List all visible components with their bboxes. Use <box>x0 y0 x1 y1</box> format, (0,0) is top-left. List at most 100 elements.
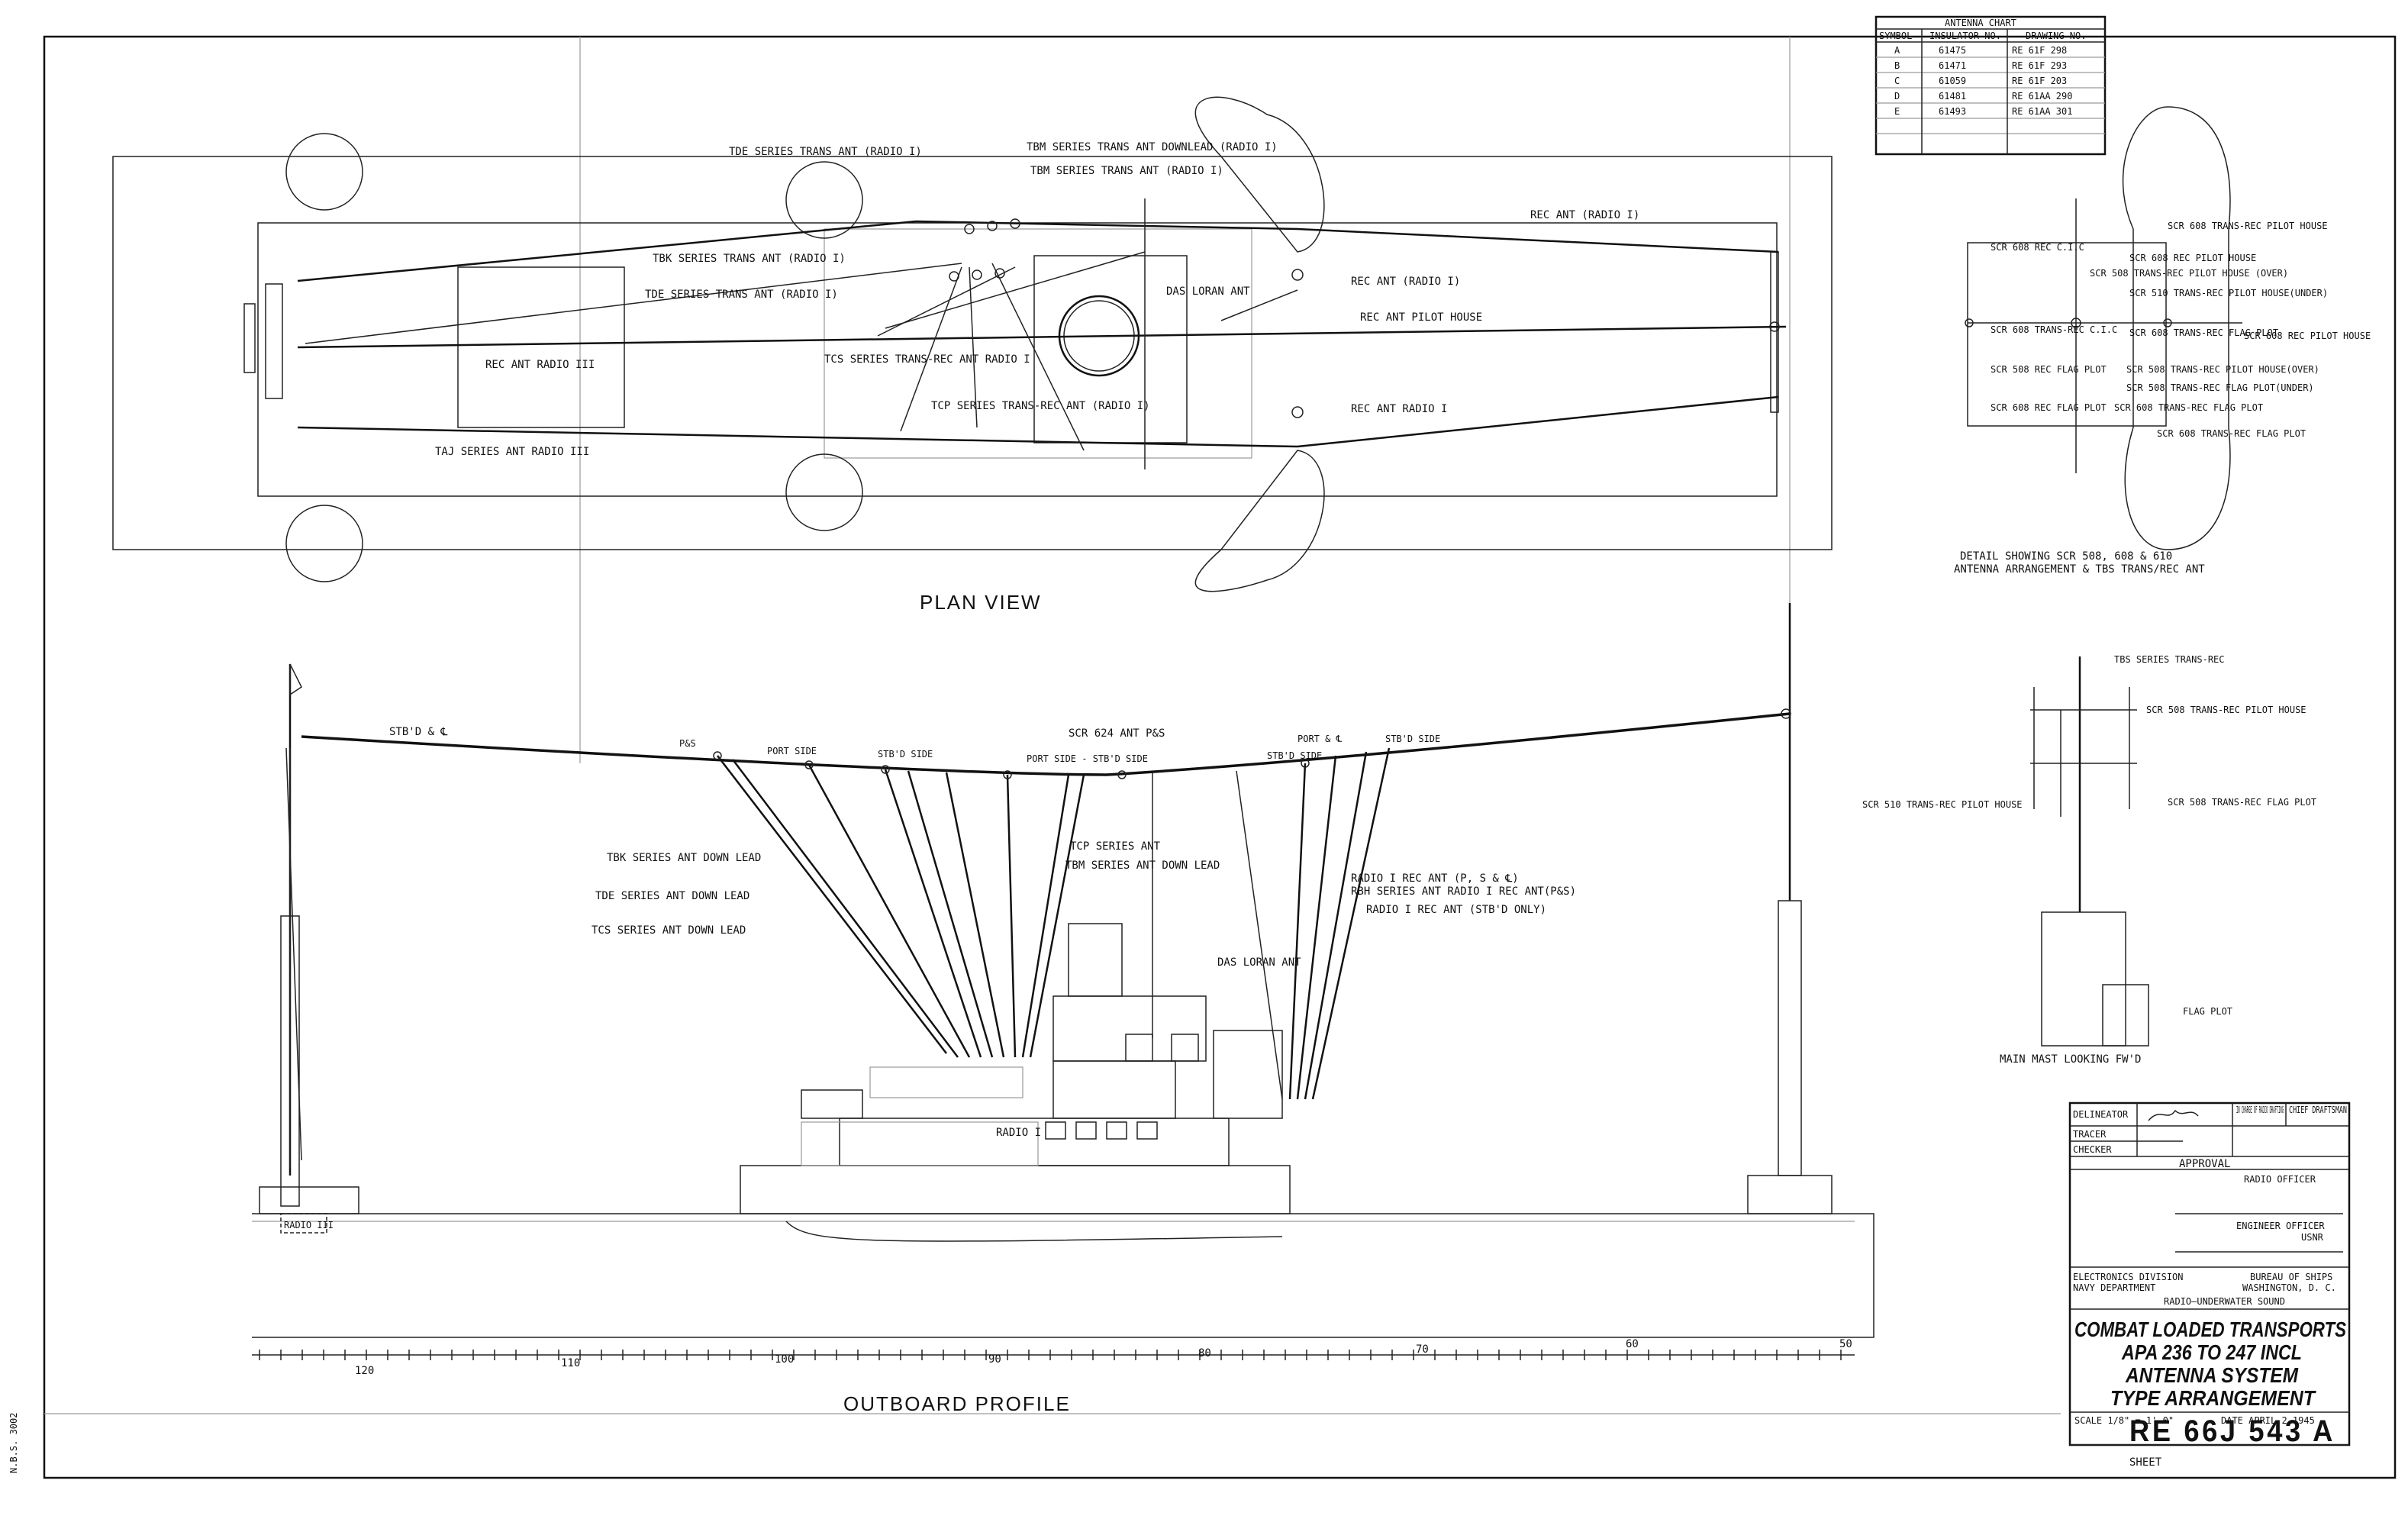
chart-cell: D <box>1894 91 1900 102</box>
mast-label: SCR 508 TRANS-REC FLAG PLOT <box>2168 797 2316 808</box>
tb-title-1: COMBAT LOADED TRANSPORTS <box>2074 1318 2346 1341</box>
label-radio-iii: RADIO III <box>284 1220 334 1230</box>
antenna-wire <box>305 263 962 344</box>
detail-label: SCR 608 TRANS-REC FLAG PLOT <box>2157 428 2306 439</box>
down-lead <box>945 772 1005 1058</box>
label-tbk-downlead: TBK SERIES ANT DOWN LEAD <box>607 852 761 864</box>
antenna-wire <box>297 325 1787 349</box>
label-stbd-side: STB'D SIDE <box>878 749 933 760</box>
detail-label: SCR 508 TRANS-REC PILOT HOUSE(OVER) <box>2126 364 2319 375</box>
insulator <box>987 221 998 231</box>
antenna-chart-title: ANTENNA CHART <box>1945 18 2016 28</box>
down-lead <box>1288 763 1307 1100</box>
plan-boat-circle <box>785 453 863 531</box>
label-tcp-ant: TCP SERIES ANT <box>1070 840 1161 853</box>
label-das-loran: DAS LORAN ANT <box>1217 956 1301 969</box>
plan-stern-post <box>265 283 283 399</box>
frame-label: 120 <box>355 1365 374 1377</box>
antenna-wire <box>1220 289 1298 321</box>
detail-outline <box>2122 106 2231 550</box>
frame-label: 60 <box>1626 1338 1639 1350</box>
tb-title-3: ANTENNA SYSTEM <box>2125 1363 2298 1387</box>
down-lead <box>1296 755 1337 1100</box>
plan-view: TDE SERIES TRANS ANT (RADIO I) TBM SERIE… <box>112 96 1833 614</box>
plan-stack-house <box>1033 255 1188 443</box>
tb-in-charge: IN CHARGE OF RADIO DRAFTING <box>2236 1105 2284 1115</box>
label-stbd-cl: STB'D & ℄ <box>389 726 447 738</box>
profile-house-mid <box>839 1118 1230 1166</box>
plan-boat-circle <box>785 161 863 239</box>
down-lead <box>1304 751 1368 1100</box>
tb-radio-officer: RADIO OFFICER <box>2244 1174 2316 1185</box>
label-tde-series-trans: TDE SERIES TRANS ANT (RADIO I) <box>645 289 838 301</box>
main-mast-house <box>2041 911 2126 1047</box>
chart-cell: RE 61F 293 <box>2012 60 2067 71</box>
tb-scale: SCALE 1/8" = 1'-0" <box>2074 1415 2174 1426</box>
fore-mast-base <box>1778 900 1802 1176</box>
label-radio1-rec-ps: RADIO I REC ANT (P, S & ℄) <box>1351 872 1519 885</box>
outboard-profile: STB'D & ℄ P&S PORT SIDE STB'D SIDE PORT … <box>252 603 1875 1415</box>
label-radio1-stbd: RADIO I REC ANT (STB'D ONLY) <box>1366 904 1546 916</box>
profile-stack <box>1068 923 1123 997</box>
insulator <box>964 224 975 234</box>
mast-label: SCR 508 TRANS-REC PILOT HOUSE <box>2146 705 2306 715</box>
chart-cell: RE 61AA 301 <box>2012 106 2072 117</box>
drawing-border <box>43 35 2397 1479</box>
insulator <box>972 269 982 280</box>
detail-antenna-point <box>1965 318 1974 327</box>
profile-house-lower <box>740 1165 1291 1214</box>
chart-cell: 61059 <box>1939 76 1966 86</box>
frame-label: 50 <box>1839 1338 1852 1350</box>
label-rbh-series: RBH SERIES ANT RADIO I REC ANT(P&S) <box>1351 885 1576 898</box>
down-lead <box>1029 774 1085 1058</box>
profile-radio-room <box>801 1121 1039 1166</box>
label-stbd-side2: STB'D SIDE <box>1267 750 1322 761</box>
main-mast-caption: MAIN MAST LOOKING FW'D <box>2000 1053 2141 1066</box>
frame-label: 110 <box>561 1357 580 1369</box>
tb-sheet: SHEET <box>2129 1456 2162 1469</box>
insulator <box>1003 770 1012 779</box>
tb-title-2: APA 236 TO 247 INCL <box>2121 1340 2302 1364</box>
frame-label: 100 <box>775 1353 794 1366</box>
label-tde-series-radio1: TDE SERIES TRANS ANT (RADIO I) <box>729 146 922 158</box>
profile-window <box>1075 1121 1097 1140</box>
label-rec-ant-top: REC ANT (RADIO I) <box>1530 209 1639 221</box>
mast-label: TBS SERIES TRANS-REC <box>2114 654 2225 665</box>
chart-cell: E <box>1894 106 1900 117</box>
detail-deck-box <box>1967 242 2167 427</box>
profile-hull <box>252 1213 1875 1338</box>
detail-antenna-point <box>2163 318 2172 327</box>
profile-window <box>1045 1121 1066 1140</box>
profile-house-top <box>1052 1060 1176 1119</box>
label-stbd-side3: STB'D SIDE <box>1385 734 1440 744</box>
chart-cell: 61493 <box>1939 106 1966 117</box>
antenna-wire <box>969 266 978 428</box>
tb-checker: CHECKER <box>2073 1144 2112 1155</box>
insulator <box>1117 770 1127 779</box>
insulator <box>1010 218 1020 229</box>
down-lead <box>732 759 959 1058</box>
frame-label: 70 <box>1416 1343 1429 1356</box>
label-ps1: P&S <box>679 738 696 749</box>
tb-delineator: DELINEATOR <box>2073 1109 2129 1120</box>
antenna-wire <box>900 266 962 432</box>
tb-washington: WASHINGTON, D. C. <box>2242 1282 2336 1293</box>
label-scr624: SCR 624 ANT P&S <box>1069 727 1165 740</box>
plan-sponson <box>1194 96 1325 253</box>
label-port-side: PORT SIDE <box>767 746 817 756</box>
label-port-stbd-side: PORT SIDE - STB'D SIDE <box>1027 753 1148 764</box>
tb-drawing-no: RE 66J 543 A <box>2129 1414 2335 1448</box>
antenna-wire <box>297 220 917 282</box>
label-tbm-downlead: TBM SERIES TRANS ANT DOWNLEAD (RADIO I) <box>1027 141 1278 153</box>
plan-view-title: PLAN VIEW <box>920 591 1042 614</box>
antenna-wire <box>915 220 1298 231</box>
tb-navy-dept: NAVY DEPARTMENT <box>2073 1282 2155 1293</box>
tb-usnr: USNR <box>2301 1232 2324 1243</box>
profile-bridge <box>1052 995 1207 1062</box>
profile-window <box>1171 1034 1199 1062</box>
label-das-loran: DAS LORAN ANT <box>1166 285 1250 298</box>
chart-cell: C <box>1894 76 1900 86</box>
detail-label: SCR 608 REC C.I.C <box>1991 242 2084 253</box>
plan-sponson <box>1194 450 1325 592</box>
